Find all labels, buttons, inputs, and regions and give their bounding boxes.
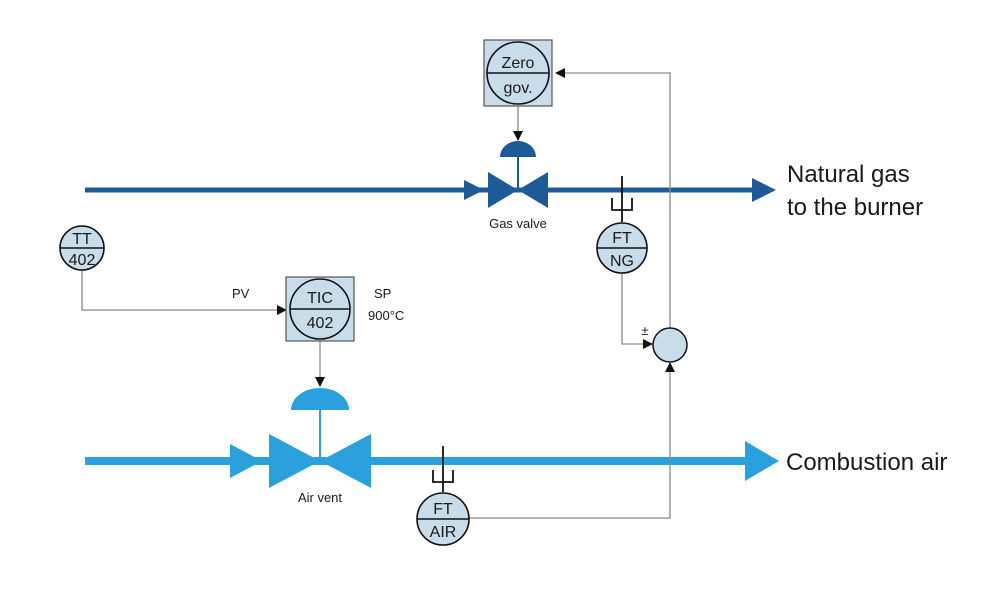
tt-402-top: TT — [72, 231, 92, 248]
ft-air-bottom: AIR — [430, 524, 457, 541]
summer-output-signal — [555, 68, 671, 328]
tic-402-instrument[interactable]: TIC 402 — [285, 276, 355, 342]
gas-valve-actuator — [500, 141, 536, 157]
ft-air-instrument[interactable]: FT AIR — [416, 446, 470, 546]
air-vent-body-left — [269, 434, 320, 488]
air-line — [85, 441, 779, 481]
summing-sign: ± — [641, 323, 648, 338]
zero-gov-bottom: gov. — [503, 80, 532, 97]
gas-valve-body-right — [518, 172, 548, 208]
sp-label: SP — [374, 286, 391, 301]
signal-lines — [81, 68, 675, 519]
gas-line — [85, 178, 776, 202]
ft-air-element-cup — [432, 470, 454, 483]
ft-ng-bottom: NG — [610, 253, 634, 270]
air-line-label: Combustion air — [786, 449, 947, 476]
ft-air-signal — [469, 362, 675, 519]
gas-line-label-1: Natural gas — [787, 161, 910, 188]
ft-air-top: FT — [433, 501, 453, 518]
gas-inlet-arrowhead — [464, 180, 484, 200]
tt-402-instrument[interactable]: TT 402 — [59, 225, 105, 271]
ft-ng-signal — [621, 270, 653, 349]
tic-402-bottom: 402 — [307, 315, 334, 332]
air-outlet-arrowhead — [745, 441, 779, 481]
ft-ng-top: FT — [612, 230, 632, 247]
gas-valve-body-left — [488, 172, 518, 208]
summing-junction: ± — [641, 323, 688, 363]
ft-ng-instrument[interactable]: FT NG — [596, 176, 648, 274]
air-vent-actuator — [291, 388, 349, 410]
gas-line-label-2: to the burner — [787, 194, 923, 221]
pv-label: PV — [232, 286, 250, 301]
air-vent-label: Air vent — [298, 490, 342, 505]
zero-gov-instrument[interactable]: Zero gov. — [483, 39, 553, 107]
air-vent-body-right — [320, 434, 371, 488]
gas-outlet-arrowhead — [752, 178, 776, 202]
zero-gov-top: Zero — [502, 55, 535, 72]
pv-signal — [81, 270, 287, 315]
tic-402-top: TIC — [307, 290, 333, 307]
air-inlet-arrowhead — [230, 444, 262, 478]
sp-value: 900°C — [368, 308, 404, 323]
gas-valve[interactable]: Gas valve — [488, 141, 548, 231]
gas-valve-label: Gas valve — [489, 216, 547, 231]
air-vent-valve[interactable]: Air vent — [269, 388, 371, 505]
tt-402-bottom: 402 — [69, 252, 96, 269]
summing-junction-circle — [652, 327, 688, 363]
ft-ng-element-cup — [611, 198, 633, 211]
